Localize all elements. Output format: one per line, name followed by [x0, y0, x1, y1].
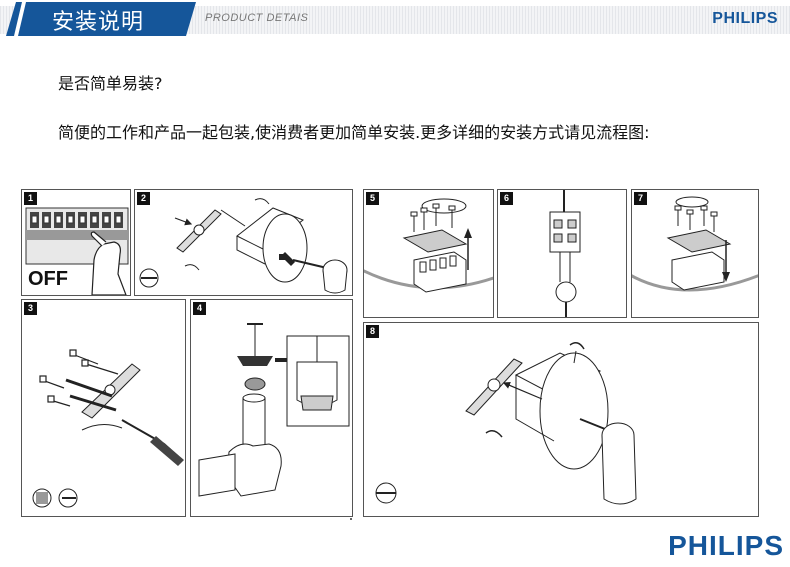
step-number-4: 4	[193, 302, 206, 315]
stray-dot	[350, 518, 352, 520]
step-panel-5: 5	[363, 189, 494, 318]
step-panel-3: 3	[21, 299, 186, 517]
step-panel-2: 2	[134, 189, 353, 296]
cover-fixing-illustration	[632, 196, 758, 292]
step-number-8: 8	[366, 325, 379, 338]
breaker-switch-illustration	[25, 207, 129, 295]
step-number-6: 6	[500, 192, 513, 205]
off-caption: OFF	[28, 268, 68, 290]
shade-assembly-illustration	[198, 323, 350, 497]
step-number-3: 3	[24, 302, 37, 315]
step-number-7: 7	[634, 192, 647, 205]
terminal-block-illustration	[364, 198, 493, 293]
step-panel-4: 4	[190, 299, 353, 517]
header-subtitle: PRODUCT DETAIS	[205, 12, 309, 24]
header-title: 安装说明	[52, 10, 145, 35]
bracket-removal-illustration	[139, 198, 348, 294]
footer-brand-logo: PHILIPS	[668, 530, 784, 561]
step-number-1: 1	[24, 192, 37, 205]
step-panel-6: 6	[497, 189, 627, 318]
wall-mounting-illustration	[32, 349, 184, 508]
answer-text: 简便的工作和产品一起包装,使消费者更加简单安装.更多详细的安装方式请见流程图:	[58, 123, 650, 142]
question-text: 是否简单易装?	[58, 74, 163, 93]
page-header: 安装说明 PRODUCT DETAIS PHILIPS	[0, 0, 790, 40]
step-panel-8: 8	[363, 322, 759, 517]
wire-connection-illustration	[549, 190, 581, 317]
step-number-5: 5	[366, 192, 379, 205]
header-brand-logo: PHILIPS	[712, 10, 778, 27]
step-panel-7: 7	[631, 189, 759, 318]
step-number-2: 2	[137, 192, 150, 205]
final-assembly-illustration	[375, 342, 637, 505]
header-title-tab	[6, 2, 196, 36]
step-panel-1: 1 OFF	[21, 189, 131, 296]
